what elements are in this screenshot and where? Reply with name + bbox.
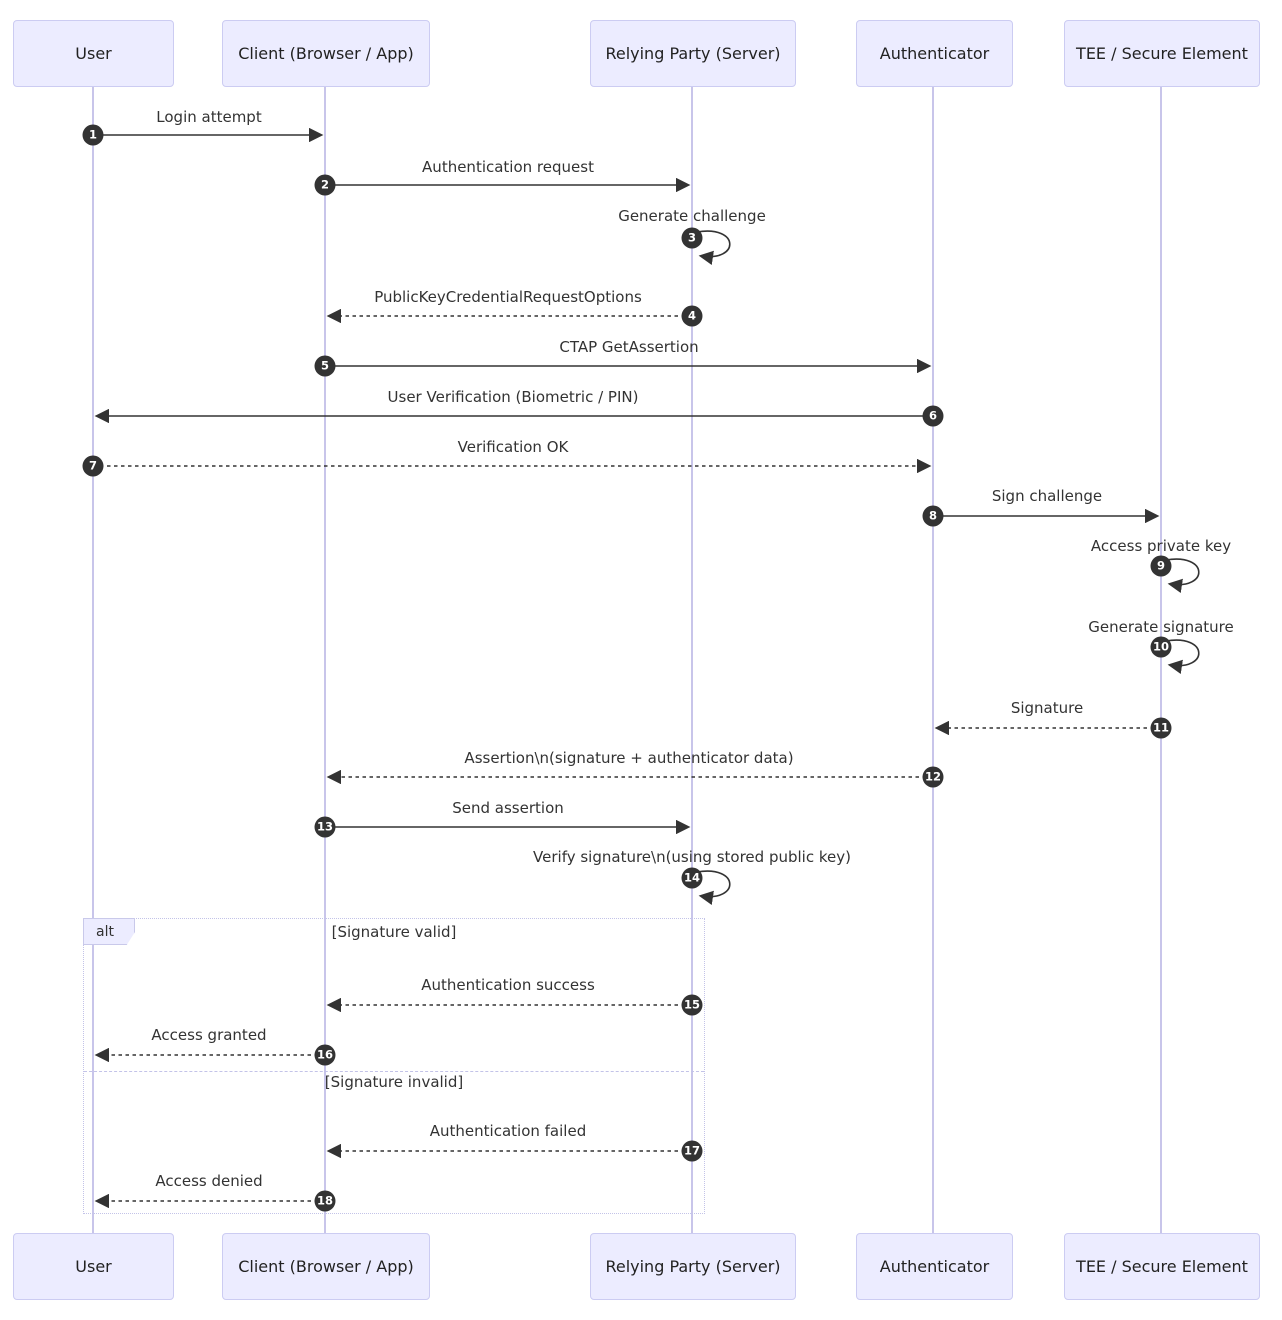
- participant-top-user: User: [13, 20, 174, 87]
- message-label-10: Generate signature: [1088, 618, 1234, 636]
- lifeline-authenticator: [932, 87, 934, 1233]
- lifeline-rp: [691, 87, 693, 1233]
- participant-bottom-client: Client (Browser / App): [222, 1233, 430, 1300]
- message-label-11: Signature: [1010, 699, 1084, 717]
- message-arrow-3-selfloop: [696, 230, 731, 265]
- message-number-7: 7: [82, 455, 104, 477]
- alt-condition-invalid: [Signature invalid]: [324, 1073, 464, 1091]
- message-number-9: 9: [1150, 555, 1172, 577]
- participant-top-client: Client (Browser / App): [222, 20, 430, 87]
- message-label-8: Sign challenge: [991, 487, 1103, 505]
- message-label-3: Generate challenge: [618, 207, 766, 225]
- alt-block: alt: [83, 918, 705, 1214]
- participant-bottom-rp: Relying Party (Server): [590, 1233, 796, 1300]
- message-label-17: Authentication failed: [429, 1122, 587, 1140]
- message-label-15: Authentication success: [421, 976, 595, 994]
- message-label-18: Access denied: [155, 1172, 263, 1190]
- message-number-13: 13: [314, 816, 336, 838]
- message-arrow-9-selfloop: [1165, 558, 1200, 593]
- participant-bottom-authenticator: Authenticator: [856, 1233, 1013, 1300]
- participant-top-authenticator: Authenticator: [856, 20, 1013, 87]
- message-arrow-10-selfloop: [1165, 639, 1200, 674]
- lifeline-tee: [1160, 87, 1162, 1233]
- message-label-1: Login attempt: [156, 108, 262, 126]
- message-number-3: 3: [681, 227, 703, 249]
- message-number-15: 15: [681, 994, 703, 1016]
- message-label-13: Send assertion: [452, 799, 564, 817]
- message-number-11: 11: [1150, 717, 1172, 739]
- participant-top-rp: Relying Party (Server): [590, 20, 796, 87]
- message-label-9: Access private key: [1090, 537, 1232, 555]
- lifeline-client: [324, 87, 326, 1233]
- lifeline-user: [92, 87, 94, 1233]
- message-number-16: 16: [314, 1044, 336, 1066]
- message-number-2: 2: [314, 174, 336, 196]
- message-label-4: PublicKeyCredentialRequestOptions: [374, 288, 642, 306]
- message-number-17: 17: [681, 1140, 703, 1162]
- message-number-10: 10: [1150, 636, 1172, 658]
- message-label-16: Access granted: [151, 1026, 267, 1044]
- message-arrow-14-selfloop: [696, 870, 731, 905]
- message-label-12: Assertion\n(signature + authenticator da…: [464, 749, 794, 767]
- participant-bottom-tee: TEE / Secure Element: [1064, 1233, 1260, 1300]
- participant-top-tee: TEE / Secure Element: [1064, 20, 1260, 87]
- alt-divider: [84, 1071, 704, 1072]
- message-number-18: 18: [314, 1190, 336, 1212]
- message-number-8: 8: [922, 505, 944, 527]
- participant-bottom-user: User: [13, 1233, 174, 1300]
- alt-condition-valid: [Signature valid]: [331, 923, 457, 941]
- message-number-1: 1: [82, 124, 104, 146]
- alt-label: alt: [83, 918, 135, 945]
- message-label-5: CTAP GetAssertion: [559, 338, 699, 356]
- message-label-14: Verify signature\n(using stored public k…: [533, 848, 851, 866]
- message-number-14: 14: [681, 867, 703, 889]
- message-label-7: Verification OK: [457, 438, 569, 456]
- message-label-6: User Verification (Biometric / PIN): [387, 388, 639, 406]
- message-number-4: 4: [681, 305, 703, 327]
- message-number-12: 12: [922, 766, 944, 788]
- message-number-6: 6: [922, 405, 944, 427]
- message-number-5: 5: [314, 355, 336, 377]
- message-label-2: Authentication request: [422, 158, 594, 176]
